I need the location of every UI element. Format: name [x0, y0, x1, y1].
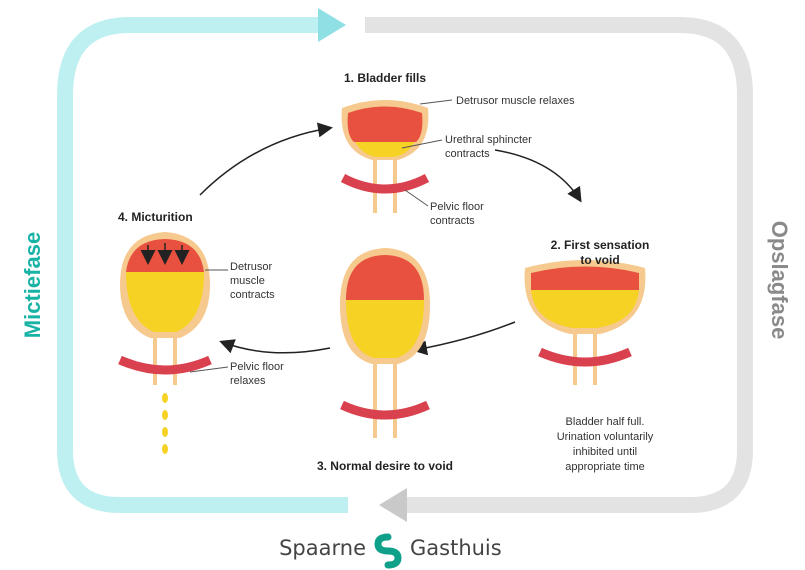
step-1-label-sphincter-2: contracts [445, 148, 490, 160]
arrow-1-to-2 [495, 150, 580, 200]
logo-text-left: Spaarne [279, 536, 366, 560]
step-2-title-2: to void [580, 253, 619, 267]
step-3-title: 3. Normal desire to void [317, 459, 453, 473]
step-4-label-pelvic: Pelvic floor [230, 361, 284, 373]
step-2-note-2: Urination voluntarily [557, 431, 654, 443]
step-1-label-detrusor: Detrusor muscle relaxes [456, 95, 575, 107]
step-1-title: 1. Bladder fills [344, 71, 426, 85]
step-1-label-sphincter: Urethral sphincter [445, 134, 532, 146]
phase-label-mictie: Mictiefase [20, 232, 45, 338]
step-2-note-1: Bladder half full. [566, 416, 645, 428]
step-1-label-pelvic: Pelvic floor [430, 201, 484, 213]
step-2-note-3: inhibited until [573, 446, 637, 458]
step-2-title: 2. First sensation [551, 238, 650, 252]
bladder-step-4 [120, 232, 228, 454]
arrow-2-to-3 [415, 322, 515, 350]
bladder-step-3 [340, 248, 430, 438]
step-1-label-pelvic-2: contracts [430, 215, 475, 227]
bladder-step-2 [525, 260, 646, 385]
step-4-label-detrusor: Detrusor [230, 261, 273, 273]
step-4-label-detrusor-2: muscle [230, 275, 265, 287]
arrow-4-to-1 [200, 128, 330, 195]
logo-text-right: Gasthuis [410, 536, 502, 560]
opslag-arrowhead [379, 488, 407, 522]
step-4-label-detrusor-3: contracts [230, 289, 275, 301]
step-4-label-pelvic-2: relaxes [230, 375, 266, 387]
logo-s-icon [378, 537, 398, 565]
spaarne-gasthuis-logo: Spaarne Gasthuis [279, 536, 502, 565]
mictie-arrowhead [318, 8, 346, 42]
phase-label-opslag: Opslagfase [767, 221, 792, 340]
step-4-title: 4. Micturition [118, 210, 193, 224]
step-2-note-4: appropriate time [565, 461, 645, 473]
bladder-step-1 [342, 100, 452, 213]
arrow-3-to-4 [222, 342, 330, 353]
